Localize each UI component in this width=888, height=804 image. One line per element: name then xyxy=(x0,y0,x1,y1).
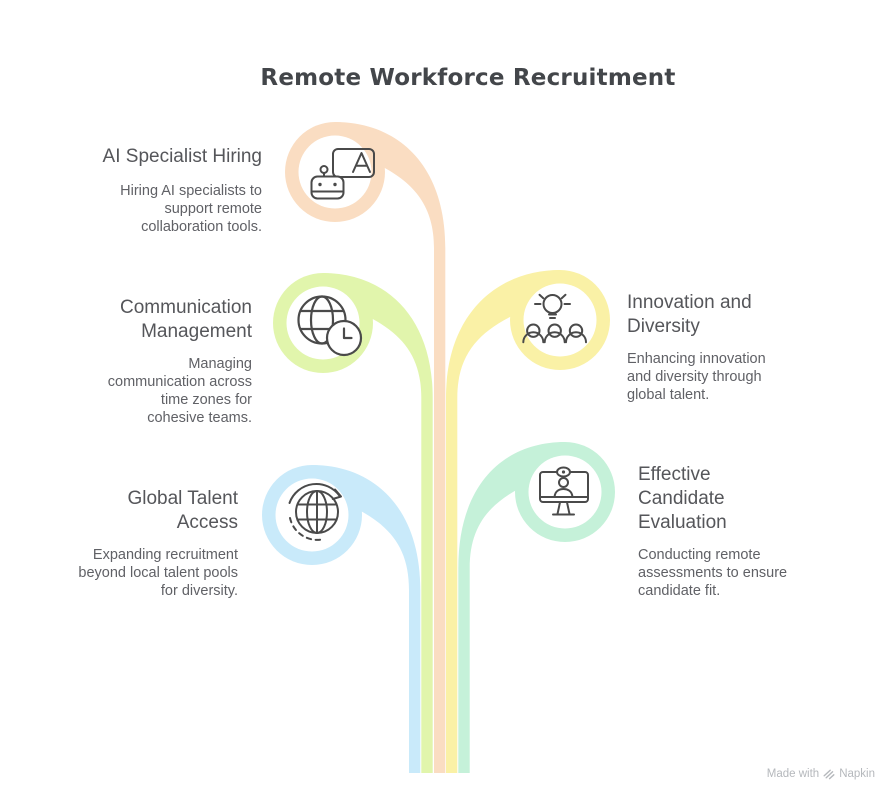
icon-disc xyxy=(528,455,602,529)
napkin-credit-link[interactable]: Made with Napkin xyxy=(767,768,875,780)
node-title: Innovation and Diversity xyxy=(627,292,752,337)
branch-stems xyxy=(312,122,565,773)
stem-ai-specialist-hiring xyxy=(335,122,446,773)
node-description: Expanding recruitment beyond local talen… xyxy=(78,547,238,599)
credit-prefix: Made with xyxy=(766,768,820,780)
node-ai-specialist-hiring: AI Specialist Hiring Hiring AI specialis… xyxy=(42,145,262,236)
globe-cycle-arrow-icon xyxy=(288,482,342,541)
node-title: Global Talent Access xyxy=(127,488,238,533)
node-title: Effective Candidate Evaluation xyxy=(638,464,727,533)
stem-global-talent-access xyxy=(312,465,421,773)
ai-translate-board-icon xyxy=(310,148,375,200)
napkin-logo-icon xyxy=(823,769,835,780)
stem-effective-candidate-evaluation xyxy=(458,442,565,773)
node-description: Conducting remote assessments to ensure … xyxy=(638,547,788,599)
video-interview-icon xyxy=(539,466,589,516)
credit-brand: Napkin xyxy=(839,768,875,780)
node-title: Communication Management xyxy=(120,297,252,342)
node-communication-management: Communication Management Managing commun… xyxy=(32,296,252,427)
node-innovation-and-diversity: Innovation and Diversity Enhancing innov… xyxy=(627,291,842,404)
icon-disc xyxy=(523,283,597,357)
node-description: Enhancing innovation and diversity throu… xyxy=(627,351,766,403)
branch-icons xyxy=(288,148,589,541)
lightbulb-team-icon xyxy=(522,293,587,344)
globe-clock-icon xyxy=(297,295,363,357)
node-description: Managing communication across time zones… xyxy=(107,356,252,426)
node-description: Hiring AI specialists to support remote … xyxy=(120,183,262,235)
node-global-talent-access: Global Talent Access Expanding recruitme… xyxy=(18,487,238,600)
stem-communication-management xyxy=(323,273,433,773)
node-effective-candidate-evaluation: Effective Candidate Evaluation Conductin… xyxy=(638,463,853,600)
page-title: Remote Workforce Recruitment xyxy=(260,65,676,92)
node-title: AI Specialist Hiring xyxy=(102,146,262,167)
